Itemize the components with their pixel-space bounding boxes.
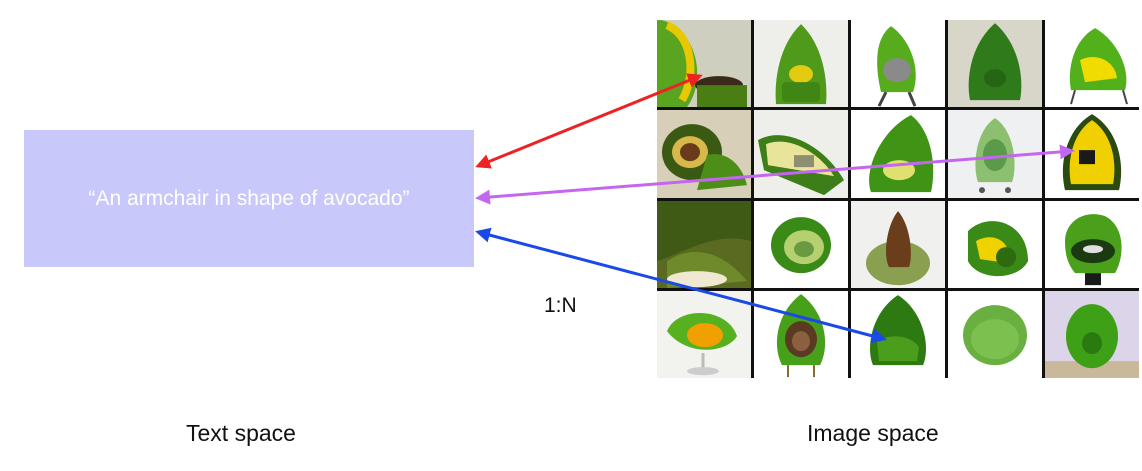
avocado-chair-image <box>754 110 848 198</box>
avocado-chair-image <box>948 200 1042 288</box>
avocado-chair-image <box>1045 290 1139 378</box>
avocado-chair-image <box>754 290 848 378</box>
caption-text-space: Text space <box>186 420 296 446</box>
avocado-chair-image <box>657 110 751 198</box>
avocado-chair-image <box>1045 110 1139 198</box>
text-space-box: “An armchair in shape of avocado” <box>24 130 474 267</box>
caption-image-space: Image space <box>807 420 939 446</box>
avocado-chair-image <box>754 200 848 288</box>
avocado-chair-image <box>851 110 945 198</box>
avocado-chair-image <box>851 20 945 108</box>
ratio-label: 1:N <box>544 294 577 317</box>
avocado-chair-image <box>851 290 945 378</box>
avocado-chair-image <box>754 20 848 108</box>
avocado-chair-image <box>657 200 751 288</box>
avocado-chair-image <box>657 290 751 378</box>
avocado-chair-image <box>948 290 1042 378</box>
avocado-chair-image <box>1045 20 1139 108</box>
image-grid <box>657 20 1139 378</box>
avocado-chair-image <box>948 110 1042 198</box>
prompt-text: “An armchair in shape of avocado” <box>88 186 410 210</box>
avocado-chair-image <box>851 200 945 288</box>
avocado-chair-image <box>948 20 1042 108</box>
avocado-chair-image <box>657 20 751 108</box>
avocado-chair-image <box>1045 200 1139 288</box>
